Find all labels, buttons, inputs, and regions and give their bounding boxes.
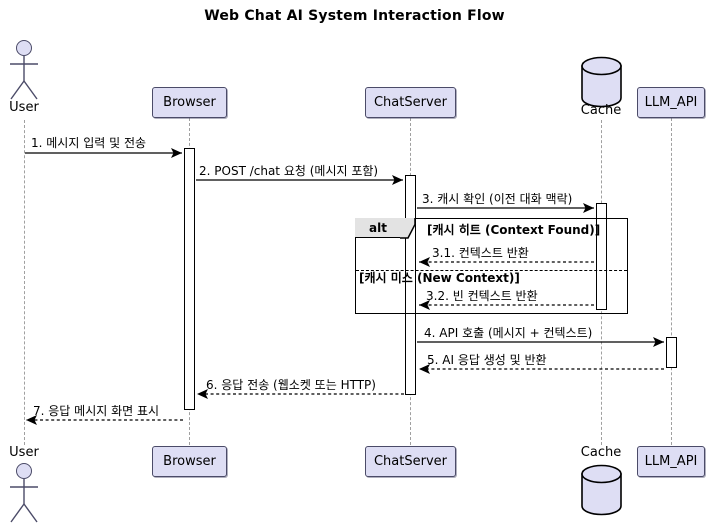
message-label-4: 4. API 호출 (메시지 + 컨텍스트): [424, 326, 593, 340]
participant-label-browser-bottom: Browser: [163, 454, 216, 469]
alt-fragment-frame: [355, 218, 628, 314]
participant-chatserver-bottom[interactable]: ChatServer: [365, 446, 456, 477]
activation-cache: [596, 203, 607, 310]
participant-chatserver-top[interactable]: ChatServer: [365, 87, 456, 118]
database-cylinder-cache-bottom[interactable]: [580, 464, 623, 516]
participant-label-user-top[interactable]: User: [9, 100, 39, 115]
message-label-3-1: 3.1. 컨텍스트 반환: [432, 246, 529, 260]
message-label-7: 7. 응답 메시지 화면 표시: [33, 404, 160, 418]
participant-label-cache-bottom: Cache: [580, 445, 622, 460]
participant-label-chatserver-bottom: ChatServer: [373, 454, 447, 469]
alt-fragment-operator-tab: alt: [355, 218, 401, 238]
message-label-2: 2. POST /chat 요청 (메시지 포함): [199, 164, 379, 178]
activation-browser: [184, 148, 195, 410]
alt-tab-fold-corner: [400, 218, 416, 239]
participant-label-llm-bottom: LLM_API: [644, 454, 698, 469]
message-label-5: 5. AI 응답 생성 및 반환: [427, 353, 547, 367]
activation-llm: [666, 337, 677, 368]
actor-head-user-top: [16, 40, 32, 56]
participant-llm-bottom[interactable]: LLM_API: [637, 446, 705, 477]
message-label-3: 3. 캐시 확인 (이전 대화 맥락): [422, 192, 573, 206]
participant-label-browser-top: Browser: [163, 95, 216, 110]
alt-guard-branch-2: [캐시 미스 (New Context)]: [359, 271, 520, 285]
participant-label-cache-top: Cache: [580, 103, 622, 118]
database-cylinder-cache-top[interactable]: [580, 56, 623, 108]
participant-label-user-bottom[interactable]: User: [9, 445, 39, 460]
participant-browser-bottom[interactable]: Browser: [152, 446, 227, 477]
message-label-3-2: 3.2. 빈 컨텍스트 반환: [426, 289, 538, 303]
participant-browser-top[interactable]: Browser: [152, 87, 227, 118]
alt-operator-label: alt: [369, 220, 387, 235]
participant-label-llm-top: LLM_API: [644, 95, 698, 110]
participant-llm-top[interactable]: LLM_API: [637, 87, 705, 118]
alt-else-divider: [356, 270, 627, 271]
activation-chatserver: [405, 175, 416, 395]
message-label-6: 6. 응답 전송 (웹소켓 또는 HTTP): [206, 378, 376, 392]
actor-head-user-bottom: [16, 463, 32, 479]
diagram-title: Web Chat AI System Interaction Flow: [204, 8, 505, 24]
lifeline-llm: [671, 118, 672, 445]
alt-guard-branch-1: [캐시 히트 (Context Found)]: [427, 223, 601, 237]
actor-body-user-top: [10, 56, 38, 100]
message-label-1: 1. 메시지 입력 및 전송: [31, 136, 147, 150]
lifeline-user: [24, 120, 25, 445]
actor-body-user-bottom: [10, 479, 38, 523]
participant-label-chatserver-top: ChatServer: [373, 95, 447, 110]
